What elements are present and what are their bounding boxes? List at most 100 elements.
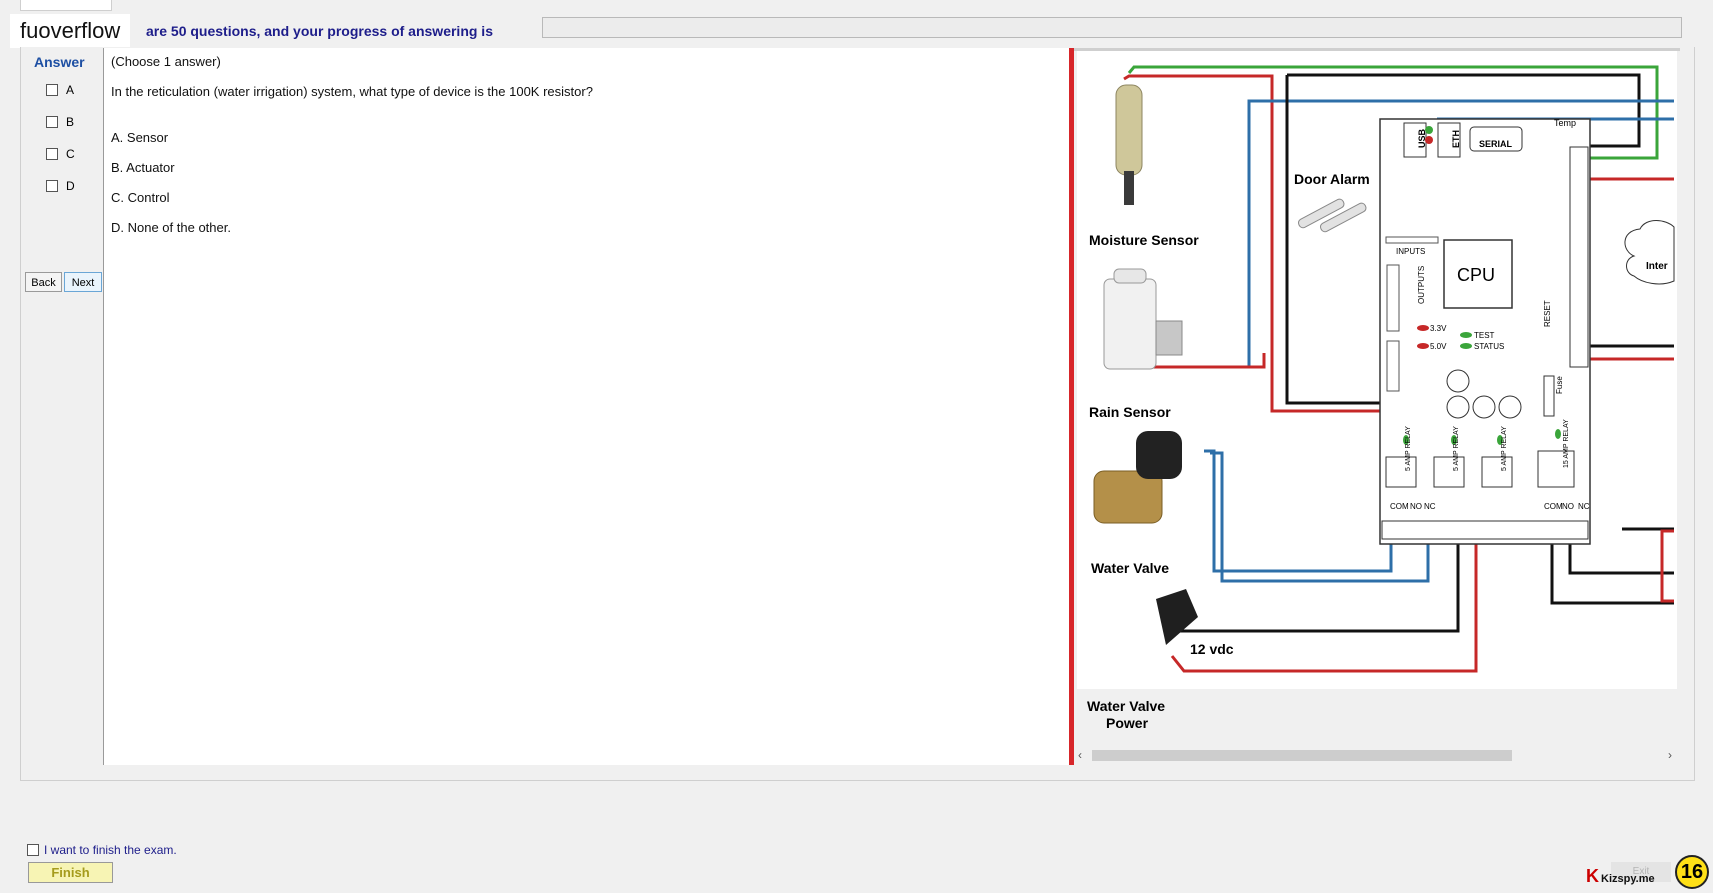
- label-12vdc: 12 vdc: [1190, 641, 1234, 657]
- relay-2: [1433, 456, 1465, 488]
- label-door-alarm: Door Alarm: [1294, 171, 1370, 187]
- black-wire-cpu: [1285, 75, 1380, 405]
- terminal-strip-bottom: [1381, 520, 1589, 540]
- capacitor-3: [1472, 395, 1496, 419]
- option-c[interactable]: C: [46, 146, 75, 162]
- back-button[interactable]: Back: [25, 272, 62, 292]
- relay-led-4: [1555, 429, 1561, 439]
- blue-wire-rain: [1247, 99, 1674, 366]
- label-3v3: 3.3V: [1430, 324, 1447, 333]
- scroll-right-icon[interactable]: ›: [1668, 748, 1672, 762]
- internet-cloud-icon: [1624, 220, 1675, 285]
- blue-wire-valve: [1204, 449, 1393, 573]
- question-text: In the reticulation (water irrigation) s…: [111, 84, 593, 99]
- label-outputs: OUTPUTS: [1417, 266, 1426, 304]
- label-serial: SERIAL: [1479, 139, 1513, 149]
- label-com-1: COM: [1390, 502, 1409, 511]
- finish-exam-checkbox[interactable]: [27, 844, 39, 856]
- label-valve-power-2: Power: [1106, 715, 1149, 731]
- option-d-checkbox[interactable]: [46, 180, 58, 192]
- black-wire-top: [1287, 73, 1641, 148]
- progress-label: are 50 questions, and your progress of a…: [146, 23, 493, 39]
- label-relay-4: 15 AMP RELAY: [1563, 419, 1570, 468]
- option-d[interactable]: D: [46, 178, 75, 194]
- finish-exam-checkbox-row[interactable]: I want to finish the exam.: [27, 843, 177, 857]
- capacitor-4: [1498, 395, 1522, 419]
- label-eth: ETH: [1451, 130, 1461, 148]
- watermark-k: K: [1586, 866, 1599, 886]
- label-relay-1: 5 AMP RELAY: [1405, 426, 1412, 471]
- scroll-left-icon[interactable]: ‹: [1078, 748, 1082, 762]
- option-c-checkbox[interactable]: [46, 148, 58, 160]
- label-fuse: Fuse: [1555, 376, 1564, 394]
- red-wire-power: [1170, 544, 1478, 673]
- next-button[interactable]: Next: [64, 272, 102, 292]
- label-usb: USB: [1417, 128, 1427, 148]
- fuse: [1543, 375, 1555, 417]
- watermark-text: Kizspy.me: [1601, 873, 1655, 885]
- label-moisture-sensor: Moisture Sensor: [1089, 232, 1199, 248]
- black-wire-relay-2: [1550, 544, 1674, 605]
- label-test: TEST: [1474, 331, 1495, 340]
- progress-bar: [542, 17, 1682, 38]
- relay-led-2: [1451, 435, 1457, 445]
- label-no-4: NO: [1562, 502, 1574, 511]
- power-adapter-icon: [1156, 589, 1198, 645]
- finish-button[interactable]: Finish: [28, 862, 113, 883]
- moisture-sensor-probe: [1124, 171, 1134, 205]
- label-water-valve: Water Valve: [1091, 560, 1169, 576]
- inputs-header: [1385, 236, 1439, 244]
- label-internet: Inter: [1646, 261, 1668, 272]
- option-b-label: B: [66, 115, 75, 129]
- capacitor-2: [1446, 395, 1470, 419]
- label-valve-power-1: Water Valve: [1087, 698, 1165, 714]
- rain-sensor-plate: [1155, 320, 1183, 356]
- label-cpu: CPU: [1457, 265, 1495, 285]
- inputs-header-2: [1386, 340, 1400, 392]
- diagram-horizontal-scrollbar[interactable]: ‹ ›: [1074, 747, 1680, 763]
- finish-exam-label: I want to finish the exam.: [44, 843, 177, 857]
- option-b[interactable]: B: [46, 114, 74, 130]
- terminal-block-bottom: [1381, 520, 1589, 540]
- terminal-block-right: [1569, 146, 1589, 368]
- label-nc-1: NC: [1424, 502, 1436, 511]
- exit-button[interactable]: Exit: [1611, 862, 1671, 882]
- blue-wire-valve-2: [1210, 451, 1430, 583]
- pane-splitter[interactable]: [1069, 48, 1074, 765]
- link-led: [1425, 126, 1433, 134]
- red-wire-rain: [1134, 353, 1266, 369]
- diagram-pane: Moisture Sensor Rain Sensor Water Valve …: [1074, 48, 1680, 765]
- rain-sensor-cap: [1113, 268, 1147, 284]
- rain-sensor-body: [1103, 278, 1157, 370]
- choice-a: A. Sensor: [111, 130, 169, 145]
- label-com-4: COM: [1544, 502, 1563, 511]
- scrollbar-thumb[interactable]: [1092, 750, 1512, 761]
- option-a-checkbox[interactable]: [46, 84, 58, 96]
- label-relay-3: 5 AMP RELAY: [1501, 426, 1508, 471]
- question-instruction: (Choose 1 answer): [111, 54, 221, 69]
- relay-1: [1385, 456, 1417, 488]
- door-alarm-sensor-1: [1297, 198, 1345, 229]
- cpu-chip: [1443, 239, 1513, 309]
- led-5v0: [1417, 343, 1429, 349]
- option-a-label: A: [66, 83, 75, 97]
- led-3v3: [1417, 325, 1429, 331]
- red-wire-moisture: [1123, 74, 1380, 413]
- led-status: [1460, 343, 1472, 349]
- option-c-label: C: [66, 147, 75, 161]
- black-wire-relay: [1568, 544, 1674, 575]
- label-nc-4: NC: [1578, 502, 1590, 511]
- label-5v0: 5.0V: [1430, 342, 1447, 351]
- serial-port: [1469, 126, 1523, 152]
- label-rain-sensor: Rain Sensor: [1089, 404, 1171, 420]
- relay-3: [1481, 456, 1513, 488]
- door-alarm-sensor-2: [1319, 202, 1367, 233]
- option-a[interactable]: A: [46, 82, 74, 98]
- label-inputs: INPUTS: [1396, 247, 1425, 256]
- window-tab: [20, 0, 112, 11]
- option-b-checkbox[interactable]: [46, 116, 58, 128]
- page-number-badge: 16: [1675, 855, 1709, 889]
- brand-logo: fuoverflow: [10, 14, 131, 48]
- activity-led: [1425, 136, 1433, 144]
